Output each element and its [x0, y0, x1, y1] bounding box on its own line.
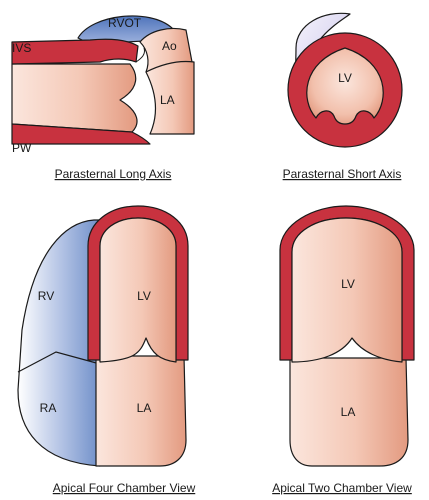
a4c-right-heart — [17, 219, 101, 467]
plax-view: RVOT IVS Ao LA PW Parasternal Long Axis — [11, 15, 195, 181]
a2c-view: LV LA Apical Two Chamber View — [272, 205, 415, 495]
plax-label-pw: PW — [12, 141, 32, 155]
a4c-tricuspid-line — [17, 351, 101, 373]
a4c-label-rv: RV — [38, 289, 54, 303]
plax-label-ivs: IVS — [12, 41, 31, 55]
a2c-lv-cavity — [291, 217, 403, 363]
plax-label-la: LA — [160, 93, 175, 107]
plax-posterior-wall — [11, 123, 151, 145]
plax-la-region — [145, 60, 195, 135]
psax-caption: Parasternal Short Axis — [283, 167, 402, 181]
plax-aortic-valve — [135, 47, 145, 63]
a2c-label-lv: LV — [341, 277, 355, 291]
a4c-lv-cavity — [99, 217, 177, 363]
a4c-label-la: LA — [137, 401, 152, 415]
plax-label-rvot: RVOT — [108, 16, 142, 30]
a2c-caption: Apical Two Chamber View — [272, 481, 412, 495]
psax-lv-cavity — [306, 47, 384, 125]
a4c-label-lv: LV — [137, 289, 151, 303]
a4c-label-ra: RA — [40, 401, 57, 415]
a4c-caption: Apical Four Chamber View — [53, 481, 196, 495]
psax-label-lv: LV — [338, 71, 352, 85]
a2c-label-la: LA — [341, 405, 356, 419]
a4c-view: RV LV RA LA Apical Four Chamber View — [17, 205, 196, 495]
a2c-la-chamber — [289, 357, 409, 467]
psax-view: LV Parasternal Short Axis — [283, 12, 403, 181]
a4c-la-chamber — [95, 355, 187, 467]
plax-lv-chamber — [11, 63, 138, 133]
plax-caption: Parasternal Long Axis — [55, 167, 172, 181]
plax-label-ao: Ao — [162, 39, 177, 53]
